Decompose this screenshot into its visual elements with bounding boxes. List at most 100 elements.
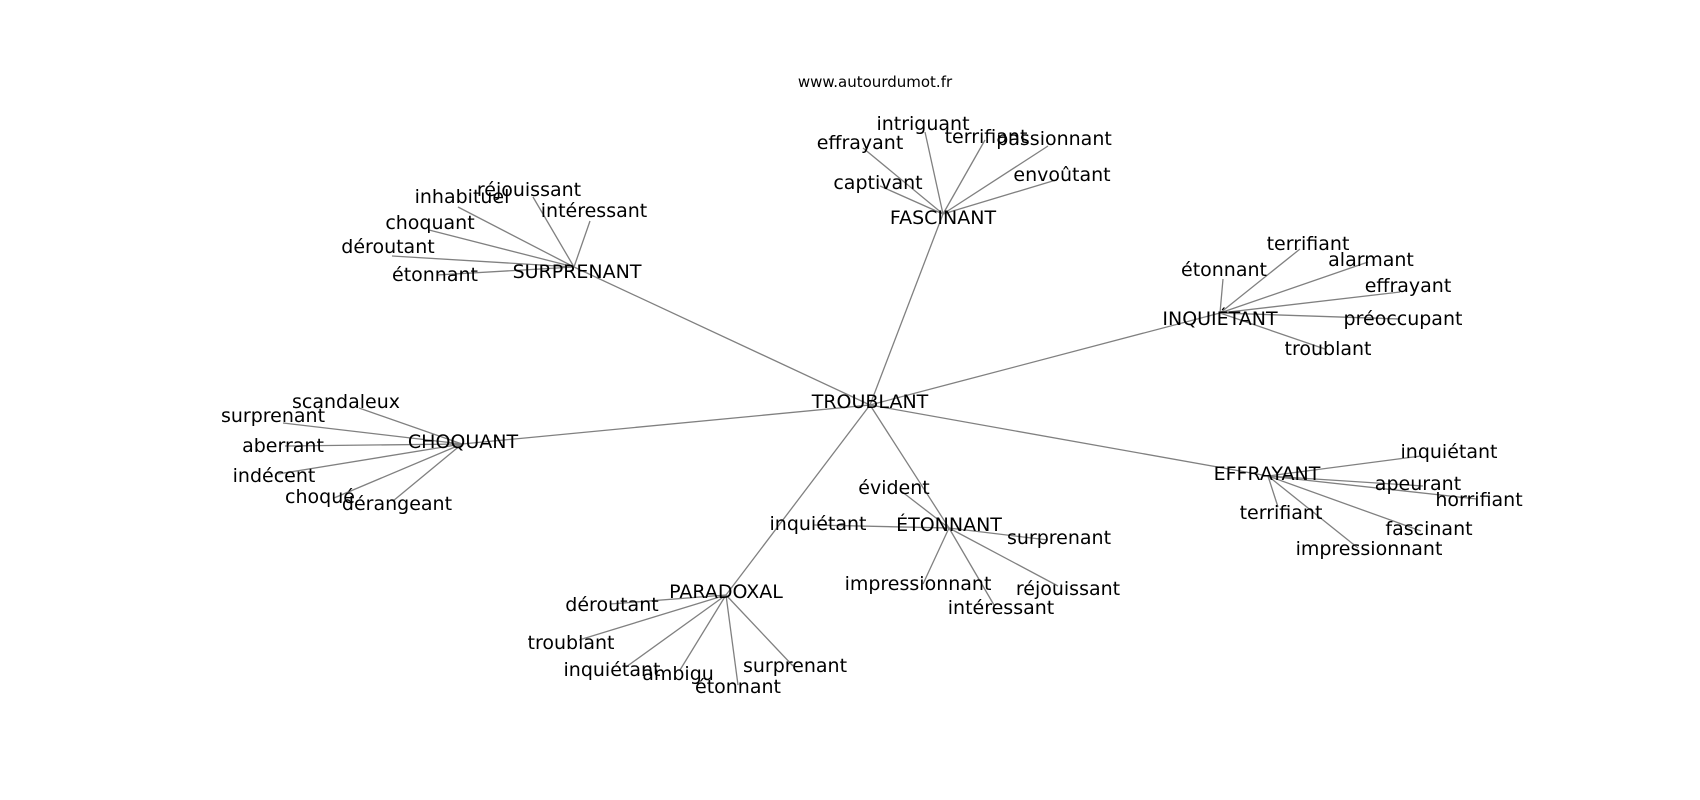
- edge-paradoxal-leaf-4: [725, 594, 794, 667]
- edge-etonnant-leaf-1: [813, 524, 950, 529]
- leaf-word-fascinant-3[interactable]: passionnant: [996, 128, 1112, 150]
- edge-etonnant-leaf-4: [948, 527, 1059, 587]
- leaf-word-etonnant-5[interactable]: intéressant: [948, 597, 1054, 619]
- edge-surprenant-leaf-0: [532, 196, 575, 268]
- leaf-word-effrayant-0[interactable]: inquiétant: [1401, 441, 1498, 463]
- edge-inquietant-leaf-5: [1219, 312, 1326, 350]
- edge-effrayant-leaf-0: [1267, 455, 1422, 477]
- edge-inquietant-leaf-3: [1219, 291, 1401, 314]
- edge-fascinant-leaf-4: [879, 185, 944, 215]
- edge-choquant-leaf-0: [358, 407, 463, 445]
- leaf-word-inquietant-5[interactable]: troublant: [1285, 338, 1372, 360]
- leaf-word-etonnant-1[interactable]: inquiétant: [770, 513, 867, 535]
- leaf-word-fascinant-5[interactable]: envoûtant: [1013, 164, 1110, 186]
- edge-center-paradoxal: [725, 404, 871, 596]
- leaf-word-paradoxal-3[interactable]: ambigu: [642, 663, 714, 685]
- leaf-word-choquant-4[interactable]: choqué: [285, 486, 355, 508]
- edge-center-fascinant: [869, 213, 944, 406]
- source-watermark: www.autourdumot.fr: [798, 73, 953, 91]
- leaf-word-inquietant-0[interactable]: terrifiant: [1267, 233, 1350, 255]
- leaf-word-etonnant-2[interactable]: surprenant: [1007, 527, 1111, 549]
- edge-surprenant-leaf-4: [391, 255, 575, 268]
- leaf-word-effrayant-4[interactable]: fascinant: [1385, 518, 1472, 540]
- leaf-word-choquant-3[interactable]: indécent: [233, 465, 316, 487]
- edge-etonnant-leaf-0: [900, 490, 950, 529]
- hub-word-surprenant[interactable]: SURPRENANT: [513, 261, 642, 283]
- edge-etonnant-leaf-5: [948, 527, 995, 606]
- leaf-word-choquant-1[interactable]: surprenant: [221, 405, 325, 427]
- leaf-word-choquant-2[interactable]: aberrant: [242, 435, 324, 457]
- leaf-word-inquietant-3[interactable]: effrayant: [1365, 275, 1452, 297]
- edge-fascinant-leaf-1: [862, 147, 944, 215]
- leaf-word-effrayant-2[interactable]: horrifiant: [1435, 489, 1522, 511]
- edge-surprenant-leaf-2: [573, 220, 591, 268]
- edge-etonnant-leaf-2: [948, 527, 1049, 541]
- leaf-word-inquietant-2[interactable]: alarmant: [1328, 249, 1414, 271]
- leaf-word-choquant-0[interactable]: scandaleux: [292, 391, 400, 413]
- edge-center-effrayant: [869, 404, 1269, 477]
- leaf-word-surprenant-5[interactable]: étonnant: [392, 264, 478, 286]
- edge-effrayant-leaf-3: [1267, 475, 1279, 508]
- leaf-word-etonnant-0[interactable]: évident: [858, 477, 929, 499]
- leaf-word-fascinant-2[interactable]: terrifiant: [945, 126, 1028, 148]
- edge-fascinant-leaf-3: [942, 145, 1049, 215]
- leaf-word-paradoxal-4[interactable]: surprenant: [743, 655, 847, 677]
- leaf-word-fascinant-1[interactable]: effrayant: [817, 132, 904, 154]
- edge-surprenant-leaf-5: [436, 266, 575, 276]
- hub-word-etonnant[interactable]: ÉTONNANT: [896, 513, 1002, 536]
- leaf-word-effrayant-1[interactable]: apeurant: [1375, 473, 1461, 495]
- hub-word-paradoxal[interactable]: PARADOXAL: [669, 581, 783, 603]
- leaf-word-effrayant-3[interactable]: terrifiant: [1240, 502, 1323, 524]
- leaf-word-inquietant-4[interactable]: préoccupant: [1344, 308, 1463, 330]
- edge-choquant-leaf-3: [277, 443, 463, 475]
- edge-effrayant-leaf-1: [1267, 475, 1424, 487]
- leaf-word-fascinant-0[interactable]: intriguant: [876, 113, 969, 135]
- center-word[interactable]: TROUBLANT: [811, 391, 929, 413]
- leaf-word-paradoxal-2[interactable]: inquiétant: [564, 659, 661, 681]
- edge-fascinant-leaf-2: [942, 139, 986, 215]
- edge-effrayant-leaf-4: [1267, 475, 1422, 532]
- edge-choquant-leaf-5: [392, 443, 463, 502]
- edge-paradoxal-leaf-1: [578, 594, 727, 641]
- leaf-word-surprenant-0[interactable]: réjouissant: [477, 179, 581, 201]
- edge-choquant-leaf-2: [284, 443, 463, 447]
- edges-layer: [277, 131, 1478, 686]
- leaf-word-paradoxal-5[interactable]: étonnant: [695, 676, 781, 698]
- leaf-word-inquietant-1[interactable]: étonnant: [1181, 259, 1267, 281]
- leaf-word-effrayant-5[interactable]: impressionnant: [1296, 538, 1443, 560]
- edge-inquietant-leaf-0: [1219, 248, 1301, 314]
- leaf-word-etonnant-3[interactable]: impressionnant: [845, 573, 992, 595]
- hub-word-inquietant[interactable]: INQUIÉTANT: [1162, 307, 1278, 330]
- leaf-word-surprenant-1[interactable]: inhabituel: [415, 186, 510, 208]
- edge-etonnant-leaf-3: [922, 527, 950, 585]
- edge-paradoxal-leaf-3: [679, 594, 727, 671]
- edge-paradoxal-leaf-2: [625, 594, 727, 668]
- edge-effrayant-leaf-2: [1267, 475, 1478, 500]
- edge-surprenant-leaf-3: [428, 229, 575, 268]
- edge-inquietant-leaf-4: [1219, 312, 1401, 320]
- hub-word-effrayant[interactable]: EFFRAYANT: [1214, 463, 1321, 485]
- leaf-word-paradoxal-1[interactable]: troublant: [528, 632, 615, 654]
- labels-layer: www.autourdumot.fr réjouissantinhabituel…: [221, 73, 1523, 698]
- leaf-word-paradoxal-0[interactable]: déroutant: [565, 594, 658, 616]
- hub-word-choquant[interactable]: CHOQUANT: [408, 431, 519, 453]
- leaf-word-choquant-5[interactable]: dérangeant: [342, 493, 452, 515]
- leaf-word-surprenant-3[interactable]: choquant: [385, 212, 474, 234]
- edge-choquant-leaf-4: [333, 443, 463, 499]
- edge-center-inquietant: [869, 312, 1221, 406]
- edge-inquietant-leaf-2: [1219, 261, 1369, 314]
- edge-fascinant-leaf-5: [942, 179, 1057, 215]
- leaf-word-surprenant-4[interactable]: déroutant: [341, 236, 434, 258]
- leaf-word-surprenant-2[interactable]: intéressant: [541, 200, 647, 222]
- leaf-word-etonnant-4[interactable]: réjouissant: [1016, 578, 1120, 600]
- hub-word-fascinant[interactable]: FASCINANT: [890, 207, 997, 229]
- leaf-word-fascinant-4[interactable]: captivant: [833, 172, 922, 194]
- edge-fascinant-leaf-0: [924, 131, 944, 215]
- edge-paradoxal-leaf-5: [725, 594, 739, 686]
- edge-effrayant-leaf-5: [1267, 475, 1359, 549]
- edge-surprenant-leaf-1: [457, 206, 575, 268]
- edge-center-choquant: [461, 404, 871, 445]
- edge-inquietant-leaf-1: [1219, 278, 1224, 314]
- edge-center-surprenant: [573, 266, 871, 406]
